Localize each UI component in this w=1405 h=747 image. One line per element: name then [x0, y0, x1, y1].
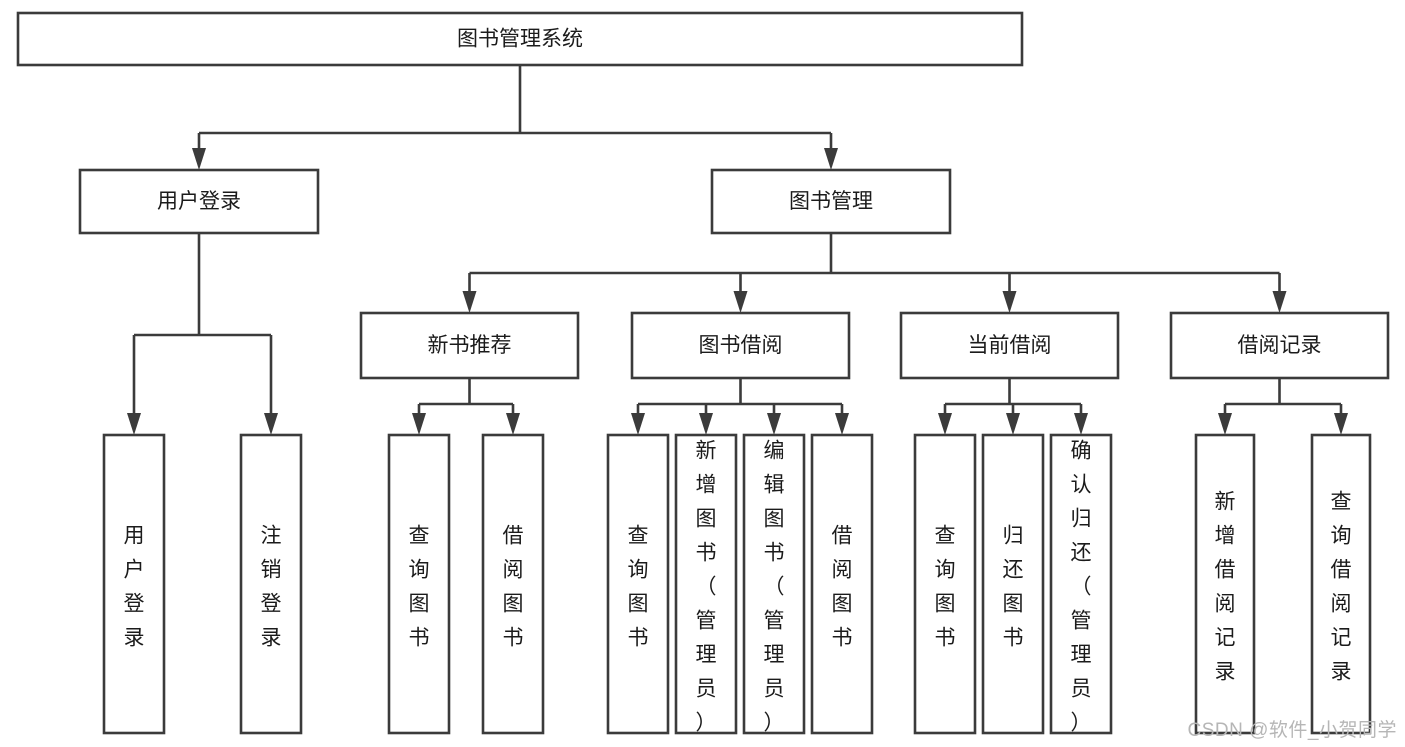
edge-root-arrow-0-head: [192, 148, 206, 170]
node-leaf-0[interactable]: 用户登录: [102, 433, 166, 735]
edge-l3-2-arrow-1-head: [1006, 413, 1020, 435]
edge-l3-2-arrow-0-head: [938, 413, 952, 435]
edge-login-arrow-1-head: [264, 413, 278, 435]
edge-l3-3-arrow-0-head: [1218, 413, 1232, 435]
node-leaf-6-label: 编辑图书（管理员）: [764, 440, 785, 735]
node-leaf-2-label: 查询图书: [409, 525, 430, 650]
connectors-layer: [127, 65, 1348, 435]
node-leaf-5[interactable]: 新增图书（管理员）: [674, 433, 738, 735]
node-leaf-3-label: 借阅图书: [503, 525, 524, 650]
node-level3-3[interactable]: 借阅记录: [1169, 311, 1390, 380]
node-level2-1-box[interactable]: [710, 168, 952, 235]
node-leaf-1[interactable]: 注销登录: [239, 433, 303, 735]
node-level3-0-box[interactable]: [359, 311, 580, 380]
node-leaf-9-box[interactable]: [981, 433, 1045, 735]
nodes-layer: 图书管理系统用户登录图书管理新书推荐图书借阅当前借阅借阅记录用户登录注销登录查询…: [16, 11, 1390, 735]
edge-l3-2-arrow-2-head: [1074, 413, 1088, 435]
node-leaf-0-label: 用户登录: [124, 525, 145, 650]
node-leaf-11[interactable]: 新增借阅记录: [1194, 433, 1256, 735]
node-leaf-8-box[interactable]: [913, 433, 977, 735]
node-leaf-3-box[interactable]: [481, 433, 545, 735]
node-level3-0[interactable]: 新书推荐: [359, 311, 580, 380]
node-level3-1[interactable]: 图书借阅: [630, 311, 851, 380]
edge-manage-arrow-2-head: [1002, 291, 1017, 313]
edge-manage-arrow-1-head: [733, 291, 748, 313]
edge-l3-0-arrow-0-head: [412, 413, 426, 435]
node-leaf-12-box[interactable]: [1310, 433, 1372, 735]
node-level3-3-box[interactable]: [1169, 311, 1390, 380]
node-leaf-9-label: 归还图书: [1003, 525, 1024, 650]
edge-manage-arrow-3-head: [1272, 291, 1287, 313]
node-level3-2[interactable]: 当前借阅: [899, 311, 1120, 380]
edge-l3-1-arrow-3-head: [835, 413, 849, 435]
node-level2-0-box[interactable]: [78, 168, 320, 235]
node-level3-1-box[interactable]: [630, 311, 851, 380]
edge-l3-3-arrow-1-head: [1334, 413, 1348, 435]
node-level2-0[interactable]: 用户登录: [78, 168, 320, 235]
node-root-box[interactable]: [16, 11, 1024, 67]
node-leaf-5-label: 新增图书（管理员）: [696, 440, 717, 735]
node-leaf-4-label: 查询图书: [628, 525, 649, 650]
node-root[interactable]: 图书管理系统: [16, 11, 1024, 67]
node-leaf-6-box[interactable]: [742, 433, 806, 735]
node-leaf-4[interactable]: 查询图书: [606, 433, 670, 735]
node-leaf-1-label: 注销登录: [261, 525, 282, 650]
node-level2-1-label: 图书管理: [789, 190, 873, 213]
node-leaf-6[interactable]: 编辑图书（管理员）: [742, 433, 806, 735]
node-leaf-12[interactable]: 查询借阅记录: [1310, 433, 1372, 735]
node-leaf-10-box[interactable]: [1049, 433, 1113, 735]
node-leaf-4-box[interactable]: [606, 433, 670, 735]
node-leaf-7-label: 借阅图书: [832, 525, 853, 650]
node-leaf-2[interactable]: 查询图书: [387, 433, 451, 735]
node-level3-3-label: 借阅记录: [1238, 334, 1322, 357]
node-level2-0-label: 用户登录: [157, 190, 241, 213]
node-leaf-0-box[interactable]: [102, 433, 166, 735]
node-leaf-9[interactable]: 归还图书: [981, 433, 1045, 735]
node-leaf-10-label: 确认归还（管理员）: [1071, 440, 1092, 735]
node-leaf-2-box[interactable]: [387, 433, 451, 735]
node-leaf-7[interactable]: 借阅图书: [810, 433, 874, 735]
edge-l3-1-arrow-2-head: [767, 413, 781, 435]
node-leaf-8-label: 查询图书: [935, 525, 956, 650]
node-leaf-8[interactable]: 查询图书: [913, 433, 977, 735]
node-leaf-1-box[interactable]: [239, 433, 303, 735]
edge-login-arrow-0-head: [127, 413, 141, 435]
node-leaf-11-box[interactable]: [1194, 433, 1256, 735]
edge-l3-1-arrow-1-head: [699, 413, 713, 435]
node-level2-1[interactable]: 图书管理: [710, 168, 952, 235]
edge-l3-1-arrow-0-head: [631, 413, 645, 435]
node-leaf-3[interactable]: 借阅图书: [481, 433, 545, 735]
node-leaf-12-label: 查询借阅记录: [1331, 491, 1352, 684]
edge-manage-arrow-0-head: [462, 291, 477, 313]
node-leaf-5-box[interactable]: [674, 433, 738, 735]
node-root-label: 图书管理系统: [457, 28, 583, 51]
node-leaf-10[interactable]: 确认归还（管理员）: [1049, 433, 1113, 735]
node-level3-1-label: 图书借阅: [699, 334, 783, 357]
node-leaf-7-box[interactable]: [810, 433, 874, 735]
node-level3-2-label: 当前借阅: [968, 334, 1052, 357]
edge-root-arrow-1-head: [824, 148, 838, 170]
node-leaf-11-label: 新增借阅记录: [1215, 491, 1236, 684]
node-level3-2-box[interactable]: [899, 311, 1120, 380]
node-level3-0-label: 新书推荐: [428, 334, 512, 357]
edge-l3-0-arrow-1-head: [506, 413, 520, 435]
